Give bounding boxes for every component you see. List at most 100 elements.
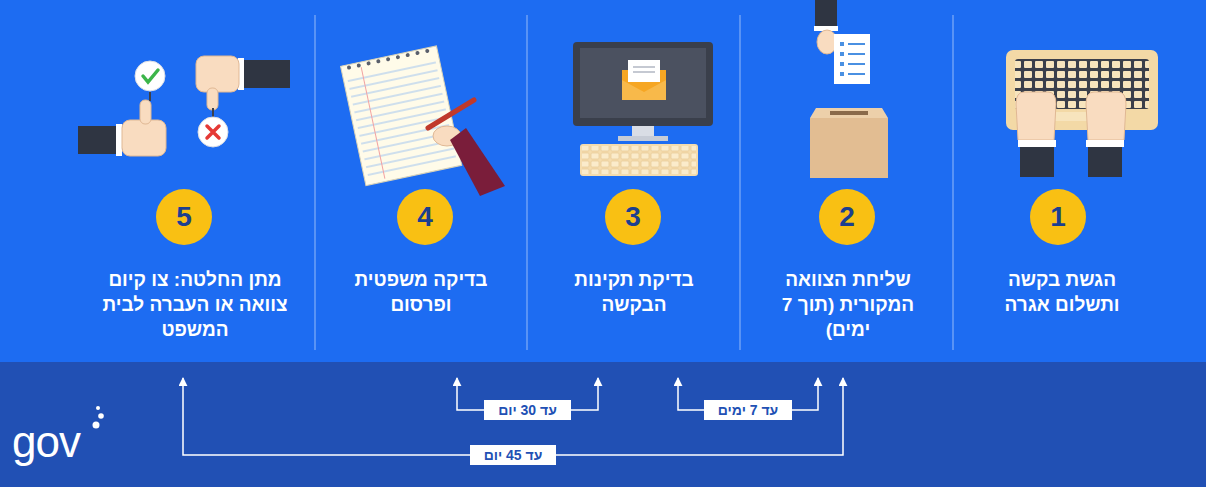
duration-label: עד 45 יום — [470, 445, 557, 466]
step-number-circle: 1 — [1030, 189, 1086, 245]
decision-icon-part — [196, 56, 239, 92]
mail-box-icon-part-part — [848, 73, 865, 75]
step-description: בדיקת תקינות הבקשה — [559, 267, 709, 317]
computer-icon — [573, 42, 713, 176]
computer-icon-part — [573, 42, 713, 126]
step-number: 5 — [176, 203, 192, 231]
decision-icon-part — [242, 60, 290, 88]
mail-box-icon-part-part — [848, 43, 865, 45]
notepad-icon-part — [450, 128, 505, 196]
notepad-icon-part-part — [361, 67, 385, 179]
keyboard-hands-icon-part — [1088, 147, 1122, 177]
keyboard-hands-icon-part — [1020, 147, 1054, 177]
notepad-icon-part-part-part — [376, 59, 381, 64]
decision-icon-part — [116, 124, 122, 156]
decision-icon-part — [143, 70, 158, 82]
decision-icon-part — [207, 126, 219, 138]
mail-box-icon-part-part — [840, 62, 844, 66]
decision-icon — [78, 56, 290, 156]
computer-icon-part — [633, 71, 655, 73]
mail-box-icon-part-part — [848, 63, 865, 65]
logo-text: gov — [12, 417, 80, 466]
logo-dots-part — [96, 406, 100, 410]
label-holder: עד 7 ימים — [704, 400, 793, 421]
step-description: בדיקה משפטית ופרסום — [341, 267, 501, 317]
notepad-icon-part-part-part — [415, 51, 420, 56]
notepad-icon-part-part-part — [356, 63, 361, 68]
duration-bracket — [457, 378, 598, 410]
decision-icon-part — [78, 126, 120, 154]
column-divider — [315, 15, 953, 350]
notepad-icon-part — [428, 100, 474, 128]
mail-box-icon-part — [840, 42, 865, 76]
computer-icon-part — [628, 60, 660, 82]
notepad-icon-part-part-part — [425, 49, 430, 54]
column-divider-part — [526, 15, 528, 350]
mail-box-icon-part-part — [848, 53, 865, 55]
mail-box-icon-part-part — [840, 52, 844, 56]
mail-box-icon-part — [810, 108, 888, 118]
step-number: 2 — [839, 203, 855, 231]
column-divider-part — [739, 15, 741, 350]
mail-box-icon — [810, 0, 888, 178]
step-number-circle: 3 — [605, 189, 661, 245]
step-number-circle: 4 — [397, 189, 453, 245]
computer-icon-part — [622, 80, 666, 100]
mail-box-icon-part — [834, 34, 870, 84]
computer-icon-part — [580, 144, 698, 176]
decision-icon-part — [198, 117, 228, 147]
computer-icon-part — [582, 146, 696, 174]
step-number: 4 — [417, 203, 433, 231]
notepad-icon-part-part-part — [396, 55, 401, 60]
notepad-icon-part-part-part — [386, 57, 391, 62]
notepad-icon-part-part-part — [405, 53, 410, 58]
duration-bracket — [678, 378, 818, 410]
step-column: הגשת בקשה ותשלום אגרה 1 — [953, 185, 1206, 378]
keyboard-hands-icon-part — [1086, 92, 1126, 140]
notepad-icon — [341, 46, 505, 196]
notepad-icon-part-part — [347, 49, 430, 70]
computer-icon-part — [580, 48, 706, 118]
step-number-circle: 5 — [156, 189, 212, 245]
keyboard-hands-icon-part — [1086, 140, 1124, 147]
decision-icon-part — [140, 100, 151, 124]
step-column: בדיקה משפטית ופרסום 4 — [315, 185, 527, 378]
keyboard-hands-icon-part — [1018, 140, 1056, 147]
mail-box-icon-part — [830, 111, 868, 115]
computer-icon-part — [618, 136, 668, 141]
step-description: מתן החלטה: צו קיום צוואה או העברה לבית ה… — [93, 267, 298, 342]
label-holder: gov — [12, 420, 80, 464]
timeline-band — [0, 362, 1206, 487]
mail-box-icon-part-part — [840, 72, 844, 76]
logo-dots-part — [93, 422, 100, 429]
step-number: 3 — [625, 203, 641, 231]
step-description: שליחת הצוואה המקורית (תוך 7 ימים) — [773, 267, 923, 342]
step-column: שליחת הצוואה המקורית (תוך 7 ימים) 2 — [740, 185, 953, 378]
keyboard-hands-icon — [1006, 50, 1158, 177]
decision-icon-part — [212, 108, 214, 117]
mail-box-icon-part — [815, 0, 837, 26]
step-number-circle: 2 — [819, 189, 875, 245]
logo-dots — [93, 406, 104, 429]
logo-dots-part — [98, 413, 104, 419]
step-description: הגשת בקשה ותשלום אגרה — [987, 267, 1137, 317]
keyboard-hands-icon-part — [1016, 92, 1056, 140]
label-holder: עד 45 יום — [470, 445, 557, 466]
column-divider-part — [952, 15, 954, 350]
mail-box-icon-part-part — [840, 42, 844, 46]
mail-box-icon-part — [810, 118, 888, 178]
step-column: מתן החלטה: צו קיום צוואה או העברה לבית ה… — [0, 185, 315, 378]
decision-icon-part — [149, 92, 151, 101]
decision-icon-part — [122, 120, 166, 156]
duration-bracket — [183, 378, 843, 455]
duration-label: עד 7 ימים — [704, 400, 793, 421]
column-divider-part — [314, 15, 316, 350]
duration-label: עד 30 יום — [484, 400, 571, 421]
decision-icon-part — [135, 61, 165, 91]
step-column: בדיקת תקינות הבקשה 3 — [527, 185, 740, 378]
